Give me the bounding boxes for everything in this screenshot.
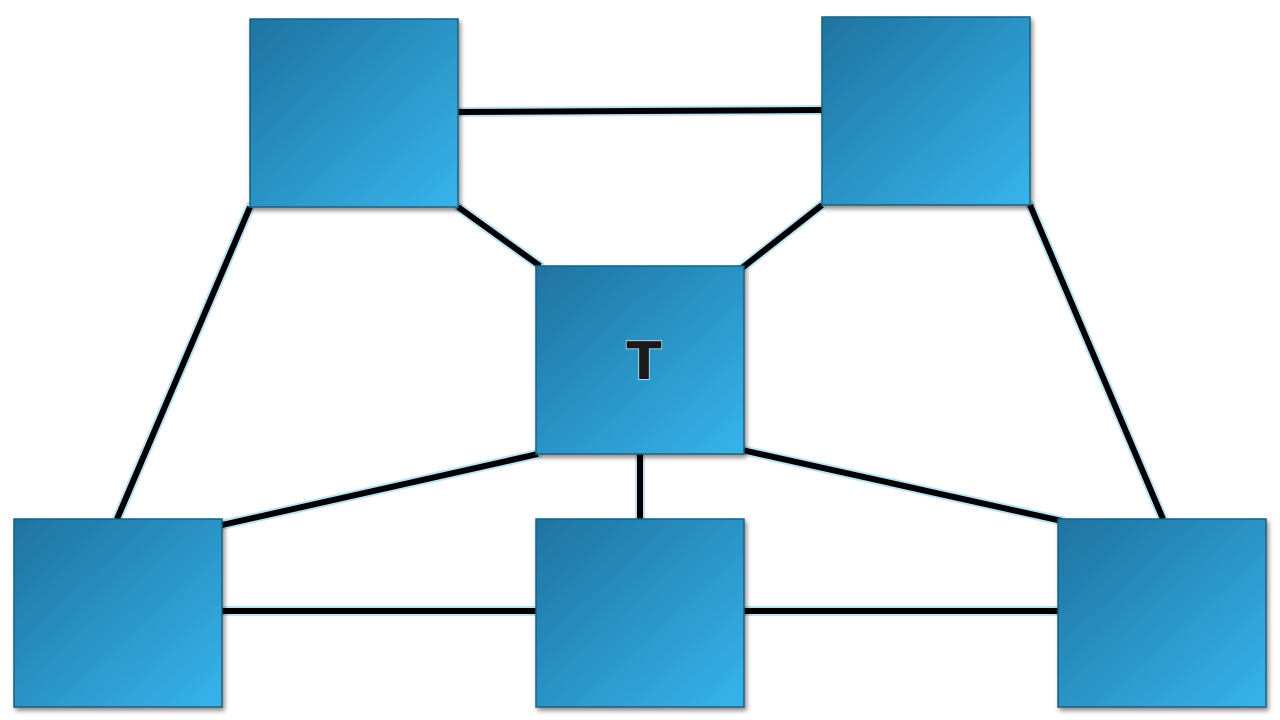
node-box (535, 265, 745, 455)
edge-top-right-to-center (737, 200, 827, 273)
edge-line (456, 204, 542, 269)
edge-center-to-bottom-left (217, 449, 543, 530)
edge-top-left-to-bottom-left (112, 202, 255, 524)
edge-line (457, 107, 823, 115)
edge-center-to-bottom-right (737, 445, 1067, 526)
edge-line (1027, 203, 1166, 521)
node-box (249, 18, 459, 208)
edge-line (221, 451, 539, 528)
edge-line (114, 205, 253, 521)
node-center: T (535, 265, 745, 455)
node-top-left (249, 18, 459, 208)
edge-line (741, 447, 1063, 524)
edges-layer (112, 105, 1168, 616)
node-box (821, 16, 1031, 206)
node-top-right (821, 16, 1031, 206)
nodes-layer: T (13, 16, 1267, 708)
node-bottom-left (13, 518, 223, 708)
node-box (1057, 518, 1267, 708)
edge-top-left-to-top-right (453, 105, 827, 117)
edge-top-left-to-center (453, 202, 545, 271)
node-label: T (626, 332, 662, 392)
node-box (13, 518, 223, 708)
edge-top-right-to-bottom-right (1025, 200, 1168, 524)
node-box (535, 518, 745, 708)
node-bottom-right (1057, 518, 1267, 708)
node-bottom-center (535, 518, 745, 708)
edge-line (740, 202, 824, 271)
